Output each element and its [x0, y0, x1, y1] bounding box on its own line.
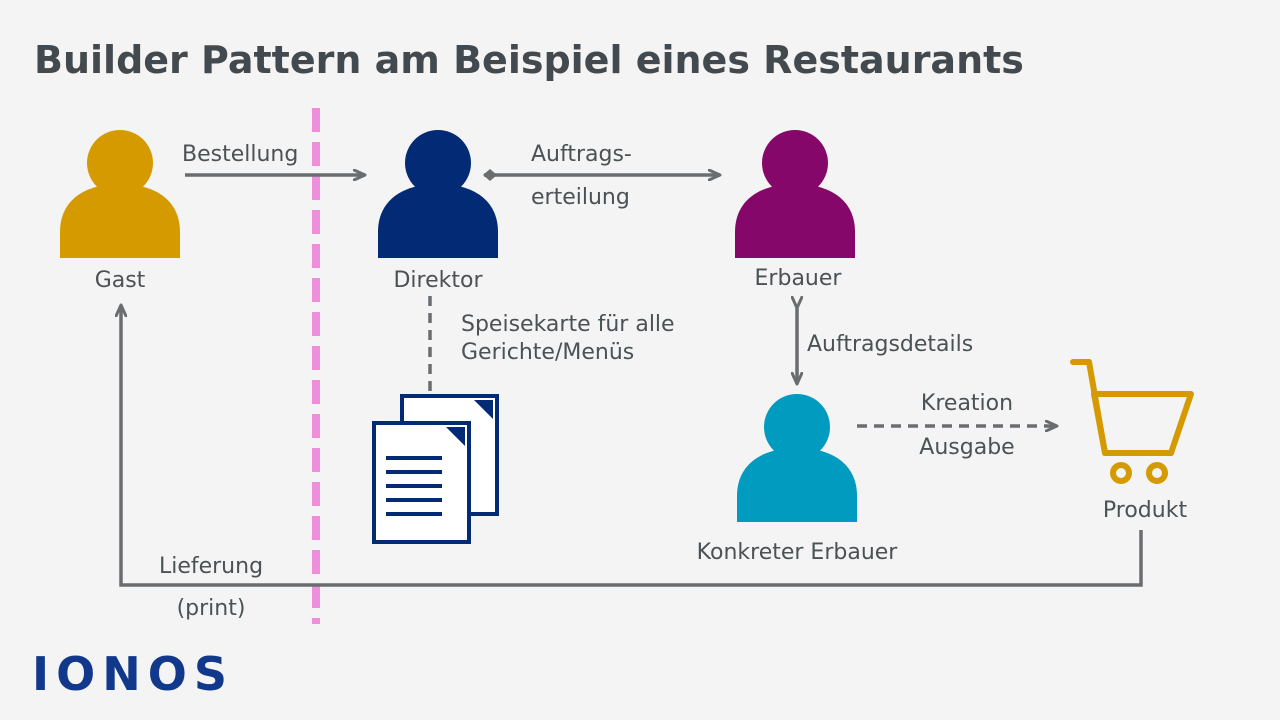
gast-person-icon — [60, 130, 180, 258]
bestellung-label: Bestellung — [182, 142, 298, 167]
produkt-label: Produkt — [1103, 498, 1188, 523]
direktor-person-icon — [378, 130, 498, 258]
erbauer-person-icon — [735, 130, 855, 258]
shopping-cart-icon — [1070, 359, 1194, 484]
kreation-label: Kreation — [921, 391, 1013, 416]
konkreter-erbauer-person-icon — [737, 394, 857, 522]
document-stack-icon — [372, 394, 499, 544]
speisekarte-label-line2: Gerichte/Menüs — [461, 340, 634, 365]
lieferung-label: Lieferung — [159, 554, 263, 579]
ausgabe-label: Ausgabe — [919, 435, 1014, 460]
lieferung-arrow — [121, 305, 1143, 587]
gast-label: Gast — [95, 268, 146, 293]
auftragserteilung-label-line2: erteilung — [531, 185, 630, 210]
direktor-label: Direktor — [393, 268, 483, 293]
konkreter-erbauer-label: Konkreter Erbauer — [697, 540, 899, 565]
auftragsdetails-label: Auftragsdetails — [807, 332, 973, 357]
print-label: (print) — [177, 596, 246, 621]
auftragserteilung-label-line1: Auftrags- — [531, 142, 632, 167]
page-title: Builder Pattern am Beispiel eines Restau… — [34, 38, 1024, 82]
speisekarte-label-line1: Speisekarte für alle — [461, 312, 675, 337]
ionos-logo: IONOS — [32, 647, 234, 701]
erbauer-label: Erbauer — [755, 266, 843, 291]
